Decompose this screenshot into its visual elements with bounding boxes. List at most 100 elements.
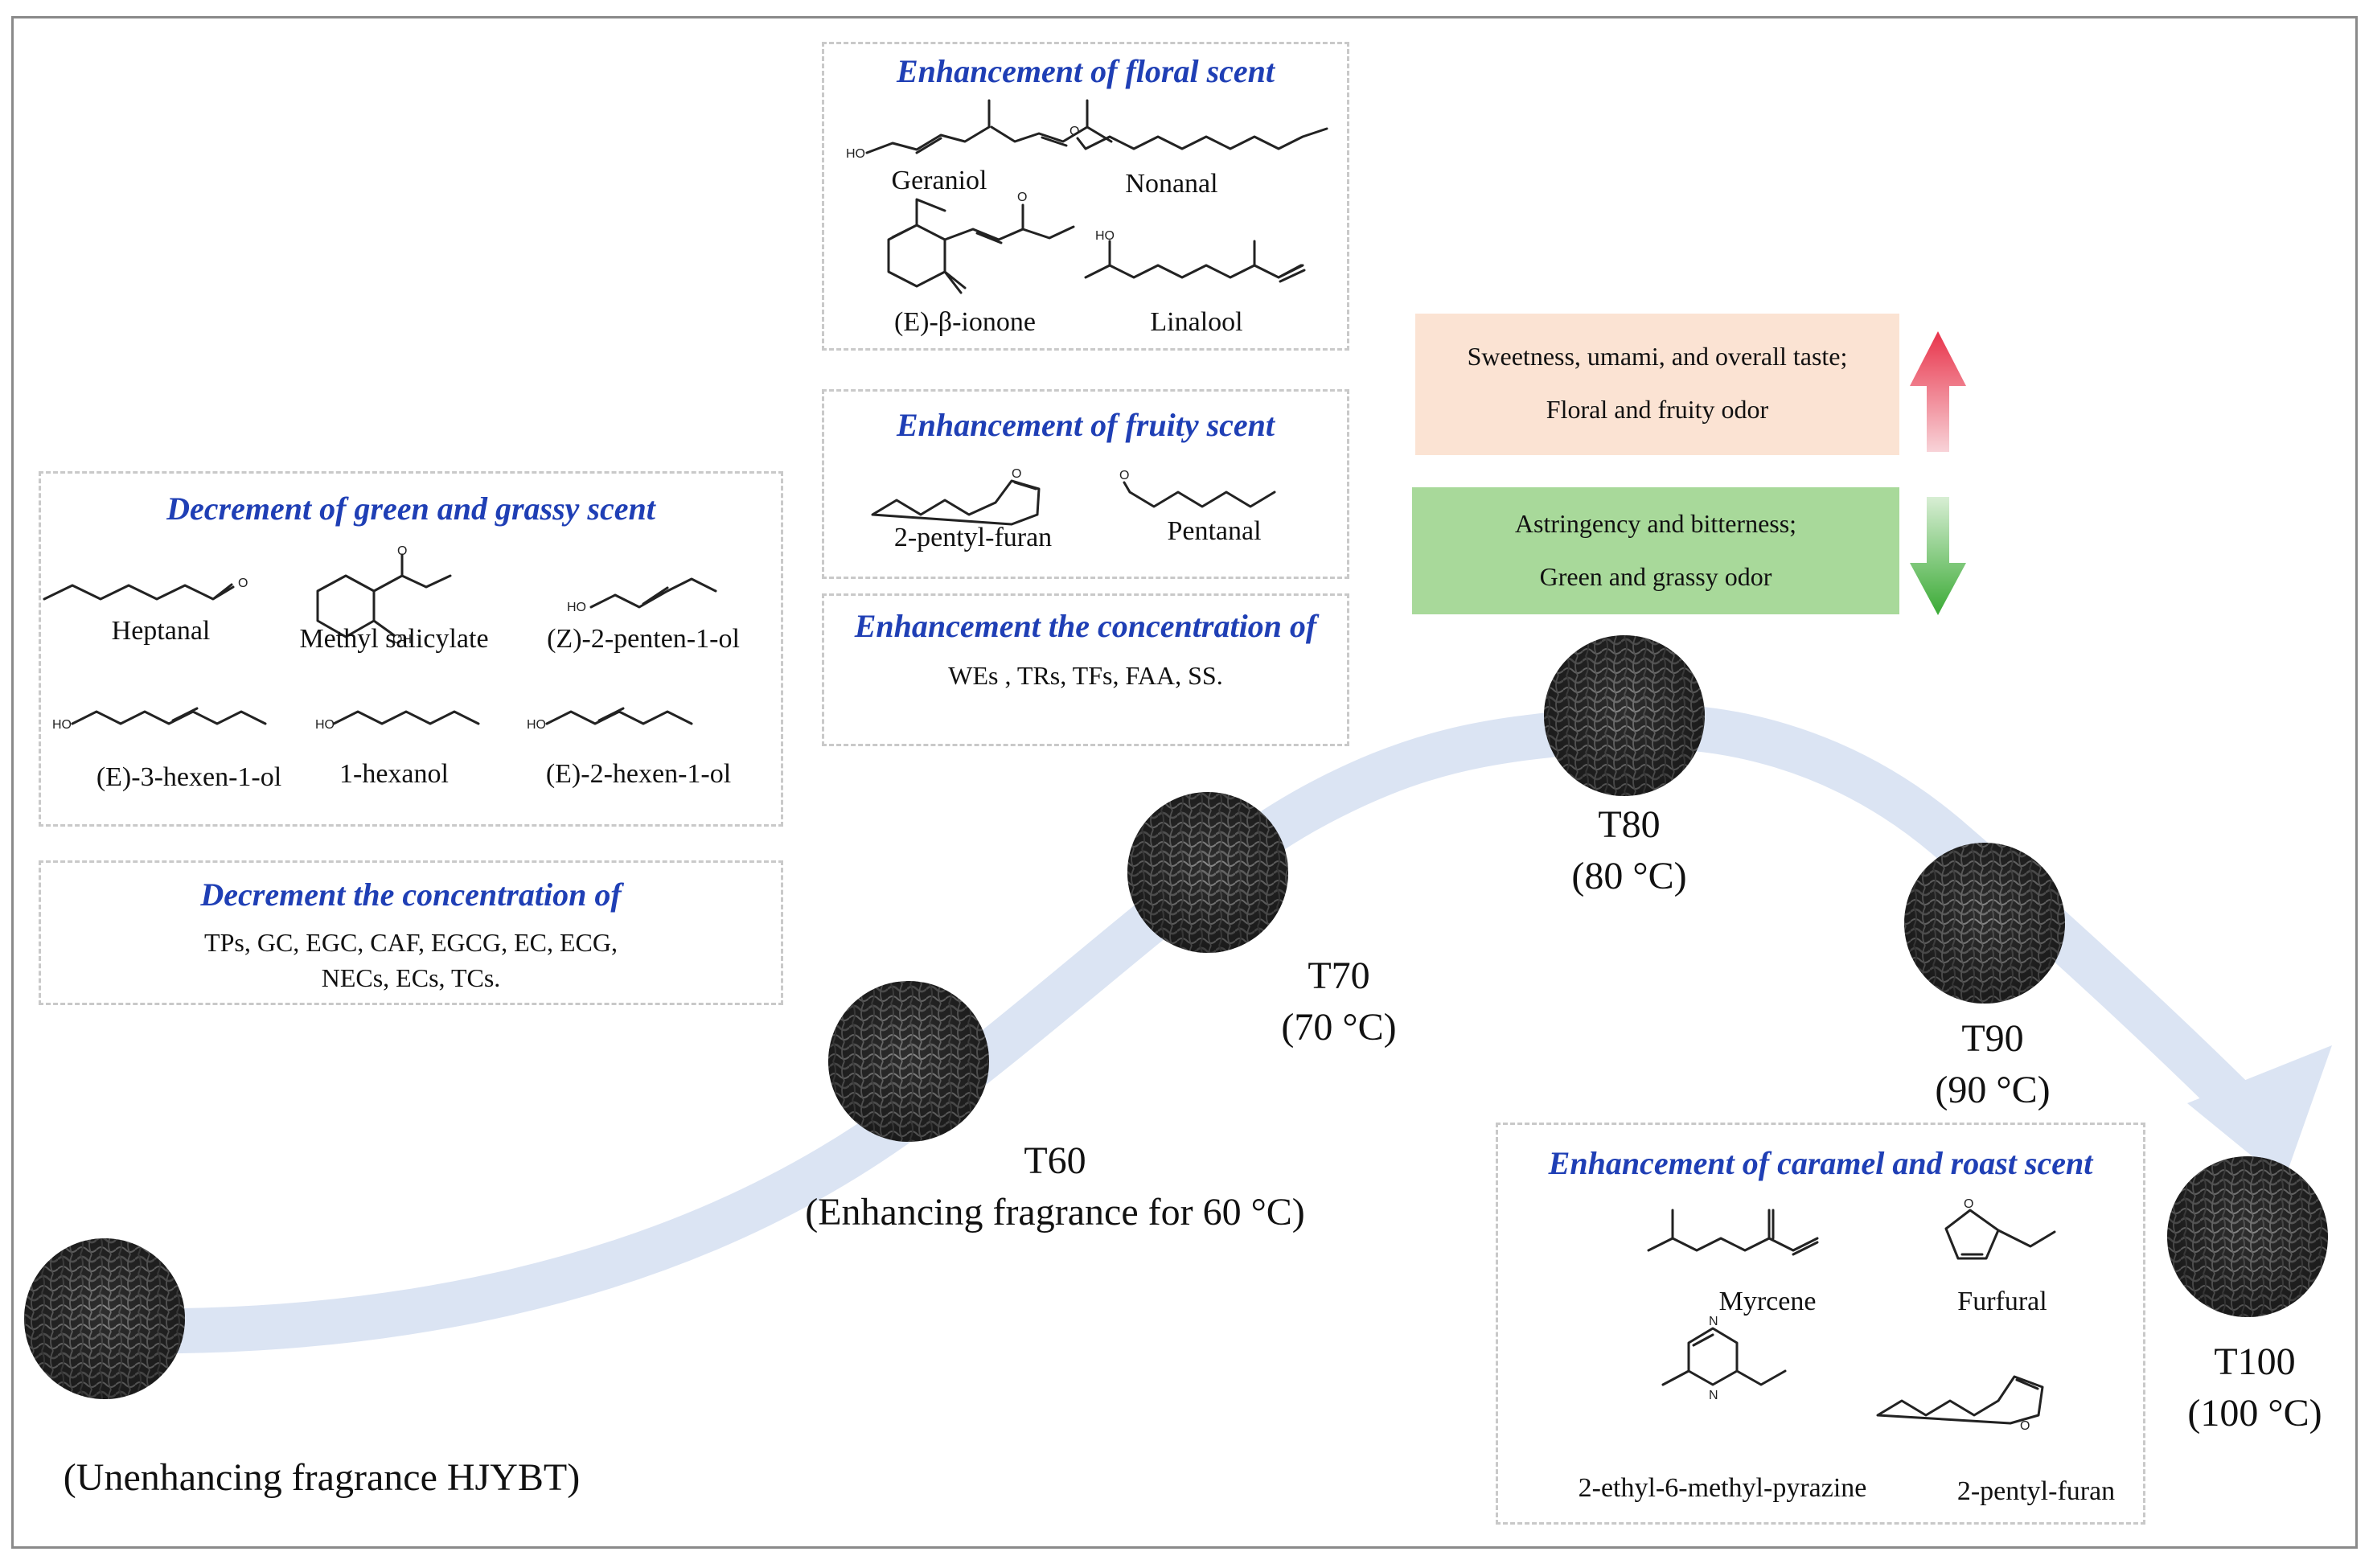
stage-label-t70: T70 (70 °C)	[1281, 950, 1396, 1053]
heptanal-structure	[43, 583, 235, 601]
svg-text:O: O	[1069, 125, 1079, 138]
floral-scent-title: Enhancement of floral scent	[896, 53, 1275, 89]
beta-ionone-structure	[887, 198, 1075, 294]
tea-sample-t70	[1127, 792, 1288, 953]
linalool-structure	[1084, 240, 1306, 283]
floral-scent-box: Enhancement of floral scent	[822, 42, 1349, 351]
compound-label: (Z)-2-penten-1-ol	[547, 624, 740, 654]
increase-effect-line: Sweetness, umami, and overall taste;	[1467, 342, 1848, 371]
compound-label: Heptanal	[111, 616, 211, 646]
z-pentenol-structure	[589, 577, 717, 609]
svg-text:N: N	[1709, 1315, 1718, 1328]
methyl-salicylate-structure	[316, 553, 452, 638]
enhancement-concentration-box: Enhancement the concentration of WEs , T…	[822, 593, 1349, 746]
geraniol-structure	[865, 99, 1113, 154]
svg-text:O: O	[238, 577, 248, 590]
decrease-effect-line: Astringency and bitterness;	[1514, 509, 1797, 538]
svg-text:O: O	[1012, 467, 1021, 481]
compound-label: Geraniol	[891, 166, 987, 195]
increase-effect-line: Floral and fruity odor	[1546, 395, 1769, 424]
hexanol-structure	[332, 710, 480, 725]
svg-text:O: O	[1017, 191, 1027, 204]
e-hexenol-3-structure	[71, 707, 267, 725]
stage-label-t80: T80 (80 °C)	[1571, 799, 1686, 902]
e-hexenol-2-structure	[545, 707, 693, 725]
decrement-concentration-box: Decrement the concentration of TPs, GC, …	[39, 860, 783, 1005]
stage-desc: (100 °C)	[2187, 1392, 2322, 1435]
svg-text:N: N	[1709, 1389, 1718, 1402]
compound-label: Linalool	[1150, 307, 1243, 337]
pentyl-furan-structure-2	[1876, 1375, 2044, 1425]
compound-label: 2-pentyl-furan	[1956, 1476, 2116, 1506]
stage-label-t90: T90 (90 °C)	[1935, 1013, 2050, 1116]
compound-label: Pentanal	[1167, 516, 1262, 546]
decrease-effect-box: Astringency and bitterness; Green and gr…	[1412, 487, 1899, 614]
svg-text:O: O	[397, 544, 407, 558]
enhancement-concentration-title: Enhancement the concentration of	[854, 608, 1317, 644]
svg-text:O: O	[2020, 1419, 2030, 1433]
stage-desc: (70 °C)	[1281, 1006, 1397, 1049]
stage-name: T80	[1598, 803, 1661, 846]
progression-arrowhead	[2187, 1045, 2332, 1182]
svg-text:O: O	[1964, 1197, 1973, 1211]
svg-text:HO: HO	[846, 147, 865, 161]
tea-sample-t90	[1904, 843, 2065, 1004]
decrease-arrow	[1910, 497, 1966, 615]
stage-label-t60: T60 (Enhancing fragrance for 60 °C)	[805, 1135, 1305, 1238]
stage-desc: (Enhancing fragrance for 60 °C)	[805, 1191, 1305, 1233]
figure-border	[11, 16, 2358, 1549]
stage-name: T90	[1961, 1017, 2024, 1060]
furfural-structure	[1944, 1209, 2056, 1260]
fruity-scent-title: Enhancement of fruity scent	[896, 407, 1275, 443]
caramel-scent-title: Enhancement of caramel and roast scent	[1548, 1145, 2093, 1181]
pyrazine-structure	[1661, 1327, 1787, 1386]
compound-label: (E)-3-hexen-1-ol	[96, 762, 282, 792]
increase-arrow	[1910, 331, 1966, 452]
stage-desc: (Unenhancing fragrance HJYBT)	[63, 1456, 581, 1499]
compound-label: Myrcene	[1718, 1287, 1817, 1316]
pentanal-structure	[1123, 481, 1276, 508]
tea-sample-ck	[24, 1238, 185, 1399]
compound-label: (E)-2-hexen-1-ol	[545, 759, 732, 789]
svg-text:OH: OH	[392, 633, 412, 646]
caramel-scent-box: Enhancement of caramel and roast scent	[1496, 1123, 2145, 1525]
pentyl-furan-structure	[871, 479, 1041, 526]
decrease-effect-line: Green and grassy odor	[1539, 562, 1772, 591]
decrement-concentration-title: Decrement the concentration of	[200, 876, 622, 913]
tea-sample-t100	[2167, 1156, 2328, 1317]
svg-text:HO: HO	[315, 718, 335, 732]
svg-text:HO: HO	[567, 601, 586, 614]
green-scent-box: Decrement of green and grassy scent	[39, 471, 783, 827]
green-scent-title: Decrement of green and grassy scent	[166, 491, 655, 527]
myrcene-structure	[1647, 1209, 1819, 1256]
stage-desc: (80 °C)	[1571, 855, 1687, 897]
decrement-concentration-list: NECs, ECs, TCs.	[321, 963, 501, 992]
increase-effect-box: Sweetness, umami, and overall taste; Flo…	[1415, 314, 1899, 455]
compound-label: 2-pentyl-furan	[893, 523, 1053, 552]
compound-label: Furfural	[1957, 1287, 2047, 1316]
stage-label-t100: T100 (100 °C)	[2187, 1336, 2322, 1439]
stage-name: T70	[1308, 954, 1370, 997]
compound-label: Methyl salicylate	[299, 624, 489, 654]
compound-label: 2-ethyl-6-methyl-pyrazine	[1578, 1473, 1867, 1503]
compound-label: Nonanal	[1125, 169, 1218, 199]
enhancement-concentration-list: WEs , TRs, TFs, FAA, SS.	[948, 661, 1223, 690]
compound-label: (E)-β-ionone	[894, 307, 1036, 337]
stage-name: T60	[1024, 1139, 1086, 1182]
nonanal-structure	[1076, 127, 1328, 150]
stage-name: CK	[0, 1401, 580, 1452]
svg-text:HO: HO	[527, 718, 546, 732]
stage-name: T100	[2214, 1340, 2296, 1383]
tea-sample-t80	[1544, 635, 1705, 796]
decrement-concentration-list: TPs, GC, EGC, CAF, EGCG, EC, ECG,	[204, 928, 618, 957]
tea-sample-t60	[828, 981, 989, 1142]
fruity-scent-box: Enhancement of fruity scent	[822, 389, 1349, 579]
stage-label-ck: CK (Unenhancing fragrance HJYBT)	[64, 1401, 580, 1504]
svg-text:HO: HO	[1095, 229, 1115, 243]
svg-text:O: O	[1119, 469, 1129, 482]
svg-text:HO: HO	[52, 718, 72, 732]
stage-desc: (90 °C)	[1935, 1069, 2051, 1111]
compound-label: 1-hexanol	[339, 759, 449, 789]
